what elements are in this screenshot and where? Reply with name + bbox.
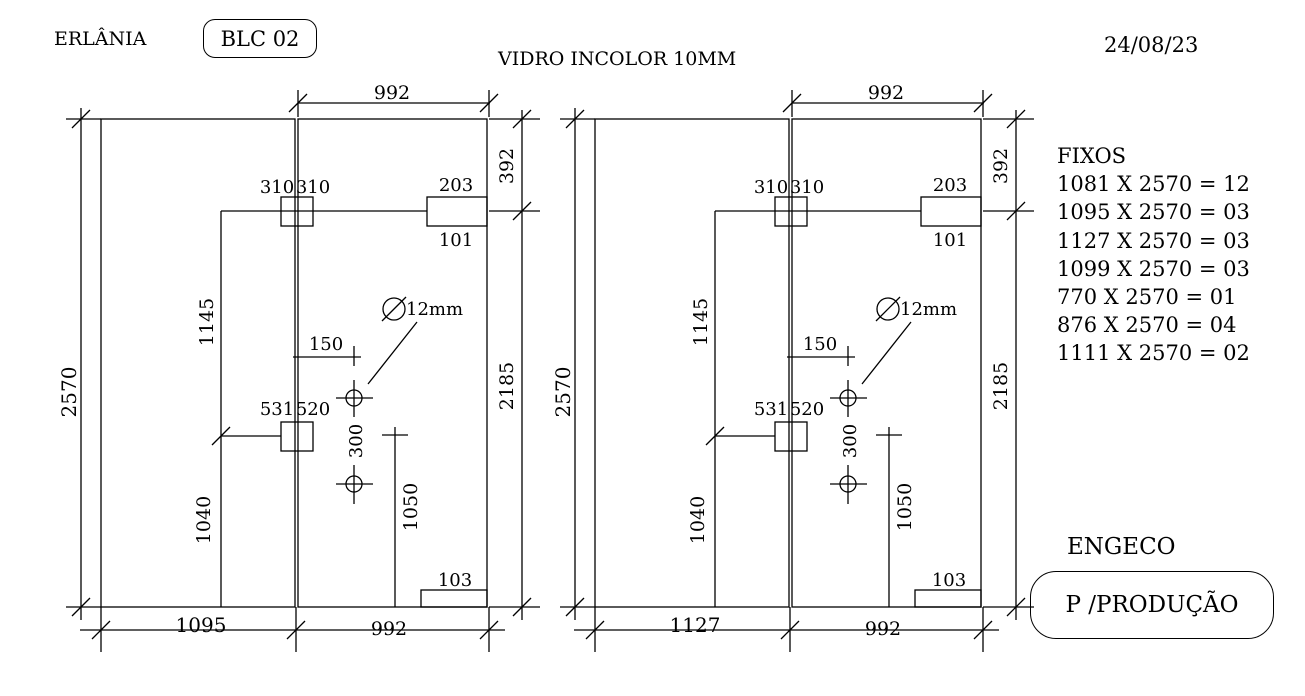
right-width-label: 992: [865, 618, 901, 640]
dimension-tick: [1006, 201, 1026, 221]
hinge-label: 101: [439, 230, 473, 251]
dimension-tick: [782, 93, 802, 113]
fixos-line: 1099 X 2570 = 03: [1057, 256, 1250, 281]
hole-size-slash: [875, 296, 901, 322]
dimension-tick: [512, 597, 532, 617]
dimension-tick: [286, 620, 306, 640]
dimension-tick: [71, 597, 91, 617]
leader-line: [367, 321, 418, 385]
right-width-label: 992: [371, 618, 407, 640]
fixos-line: 876 X 2570 = 04: [1057, 313, 1237, 338]
hinge-label: 203: [439, 175, 473, 196]
offset-label: 150: [309, 334, 343, 355]
right-height-label: 2185: [990, 362, 1012, 410]
hole-size-label: 12mm: [406, 299, 463, 320]
bottom-fitting-label: 103: [438, 570, 472, 591]
dimension-tick: [512, 201, 532, 221]
bottom-fitting-label: 103: [932, 570, 966, 591]
lower-fitting-box: [774, 421, 808, 452]
total-height-label: 2570: [57, 367, 81, 418]
upper-height-label: 1145: [690, 298, 712, 346]
material-label: VIDRO INCOLOR 10MM: [498, 48, 737, 70]
dimension-tick: [1006, 597, 1026, 617]
dimension-tick: [479, 620, 499, 640]
right-glass-panel: [791, 118, 982, 608]
hinge-label: 203: [933, 175, 967, 196]
dimension-tick: [585, 620, 605, 640]
fitting-label: 531: [754, 399, 788, 420]
status-label: P /PRODUÇÃO: [1065, 592, 1239, 618]
fixos-line: 770 X 2570 = 01: [1057, 285, 1237, 310]
hole-spacing-label: 300: [840, 424, 861, 458]
block-badge: BLC 02: [203, 19, 317, 58]
fitting-label: 531: [260, 399, 294, 420]
lower-height-label: 1040: [193, 496, 215, 544]
fixos-line: 1127 X 2570 = 03: [1057, 228, 1250, 253]
hole-height-label: 1050: [400, 483, 422, 531]
fitting-label: 310: [754, 177, 788, 198]
company-label: ENGECO: [1067, 534, 1176, 560]
fitting-label: 310: [260, 177, 294, 198]
right-height-label: 2185: [496, 362, 518, 410]
hole-size-slash: [381, 296, 407, 322]
block-label: BLC 02: [220, 26, 300, 51]
left-glass-panel: [100, 118, 296, 608]
hole-size-label: 12mm: [900, 299, 957, 320]
upper-fitting-box: [774, 196, 808, 227]
dimension-tick: [565, 597, 585, 617]
lower-height-label: 1040: [687, 496, 709, 544]
hole-size-symbol: [382, 297, 406, 321]
upper-height-label: 1145: [196, 298, 218, 346]
hole-size-symbol: [876, 297, 900, 321]
top-offset-label: 392: [496, 148, 518, 184]
fitting-label: 520: [790, 399, 824, 420]
leader-line: [861, 321, 912, 385]
dimension-tick: [288, 93, 308, 113]
dimension-tick: [479, 93, 499, 113]
dimension-tick: [1006, 109, 1026, 129]
hole-height-label: 1050: [894, 483, 916, 531]
dimension-tick: [91, 620, 111, 640]
top-dimension-label: 992: [374, 82, 410, 104]
offset-label: 150: [803, 334, 837, 355]
fixos-title: FIXOS: [1057, 144, 1127, 168]
left-width-label: 1127: [670, 613, 721, 637]
bottom-fitting-box: [420, 589, 488, 608]
hinge-box: [920, 196, 982, 227]
dimension-tick: [512, 109, 532, 129]
top-offset-label: 392: [990, 148, 1012, 184]
total-height-label: 2570: [551, 367, 575, 418]
fixos-list: FIXOS 1081 X 2570 = 12 1095 X 2570 = 03 …: [1057, 142, 1250, 368]
right-glass-panel: [297, 118, 488, 608]
date-label: 24/08/23: [1104, 33, 1199, 57]
hinge-box: [426, 196, 488, 227]
dimension-tick: [565, 109, 585, 129]
upper-fitting-box: [280, 196, 314, 227]
dimension-tick: [71, 109, 91, 129]
fitting-label: 310: [790, 177, 824, 198]
dimension-tick: [973, 620, 993, 640]
bottom-fitting-box: [914, 589, 982, 608]
hole-spacing-label: 300: [346, 424, 367, 458]
fixos-line: 1081 X 2570 = 12: [1057, 172, 1250, 197]
location-label: ERLÂNIA: [54, 28, 147, 50]
hinge-label: 101: [933, 230, 967, 251]
lower-fitting-box: [280, 421, 314, 452]
left-width-label: 1095: [176, 613, 227, 637]
dimension-tick: [780, 620, 800, 640]
fixos-line: 1111 X 2570 = 02: [1057, 341, 1250, 366]
left-glass-panel: [594, 118, 790, 608]
fitting-label: 310: [296, 177, 330, 198]
top-dimension-label: 992: [868, 82, 904, 104]
fixos-line: 1095 X 2570 = 03: [1057, 200, 1250, 225]
status-badge: P /PRODUÇÃO: [1030, 571, 1274, 639]
fitting-label: 520: [296, 399, 330, 420]
dimension-tick: [973, 93, 993, 113]
